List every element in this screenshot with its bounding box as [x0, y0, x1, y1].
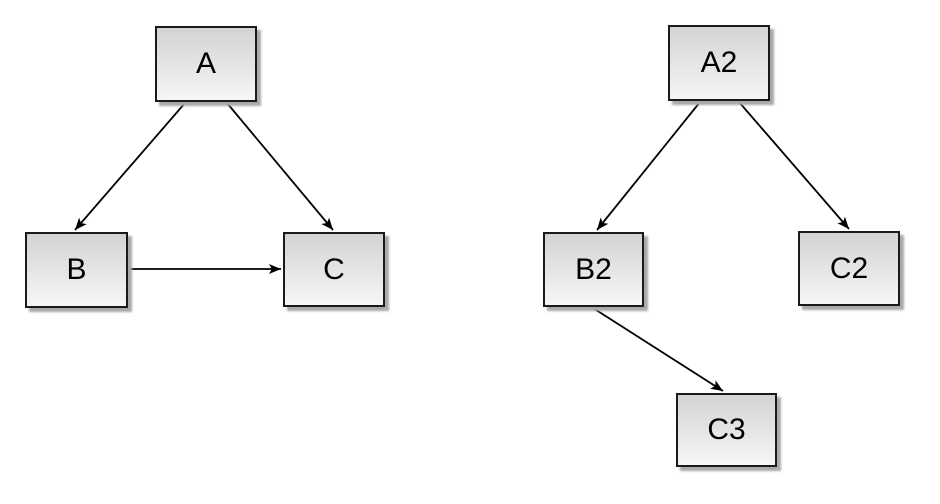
node-label-C2: C2: [829, 251, 869, 285]
edge-A2-B2: [596, 101, 701, 231]
edge-B2-C3: [592, 307, 724, 392]
node-label-C3: C3: [707, 413, 746, 446]
node-C3: C3: [676, 393, 777, 467]
edge-A-C: [226, 102, 334, 231]
node-label-B2: B2: [575, 252, 612, 286]
node-label-A: A: [195, 47, 216, 80]
node-B: B: [25, 232, 128, 308]
node-C: C: [283, 232, 385, 307]
edge-group: [74, 101, 850, 392]
node-label-B: B: [66, 253, 87, 286]
node-label-A2: A2: [700, 46, 738, 79]
node-B2: B2: [543, 232, 644, 307]
edge-A2-C2: [738, 101, 850, 230]
node-A: A: [155, 26, 257, 102]
node-label-C: C: [323, 252, 345, 286]
node-A2: A2: [668, 25, 770, 101]
edge-A-B: [74, 102, 186, 231]
node-C2: C2: [798, 231, 900, 306]
